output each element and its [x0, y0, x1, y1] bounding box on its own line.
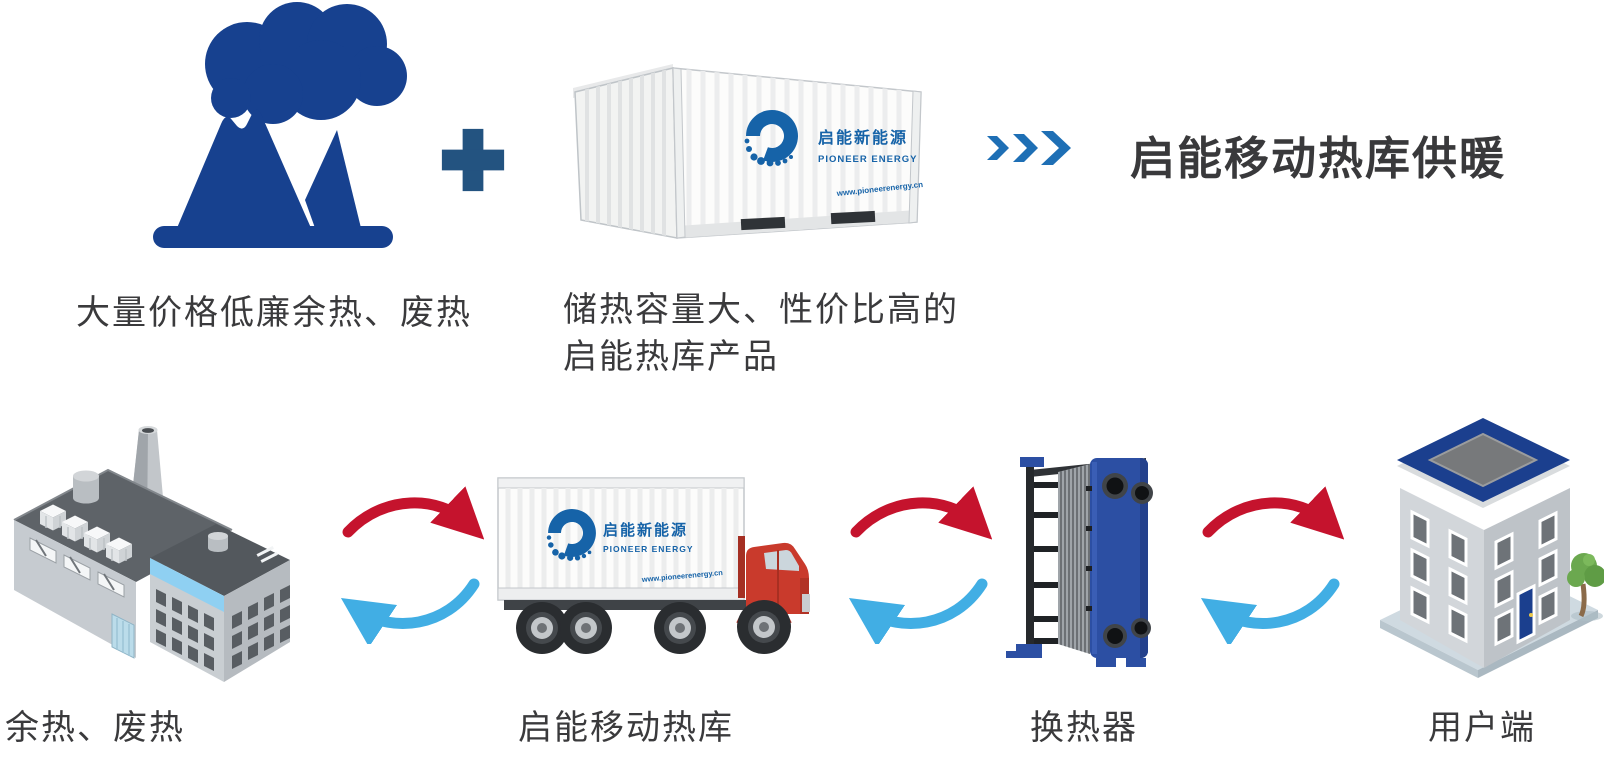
heat-exchanger-icon — [1006, 457, 1153, 667]
container-truck-icon: 启能新能源 PIONEER ENERGY www.pioneerenergy.c… — [497, 477, 810, 654]
building-door — [1516, 583, 1536, 645]
storage-container-icon: 启能新能源 PIONEER ENERGY www.pioneerenergy.c… — [573, 64, 924, 239]
volcano-smoke-icon — [153, 2, 407, 248]
diagram-title: 启能移动热库供暖 — [1130, 133, 1507, 184]
waste-heat-caption: 大量价格低廉余热、废热 — [76, 294, 472, 332]
triple-chevron-icon — [987, 131, 1071, 165]
factory-label: 余热、废热 — [5, 709, 185, 747]
cold-flow-arrow-icon — [340, 578, 480, 644]
flow-cycle-arrows — [1200, 486, 1344, 644]
tree-icon — [1567, 553, 1604, 621]
hot-flow-arrow-icon — [342, 486, 484, 540]
hot-flow-arrow-icon — [850, 486, 992, 540]
exchanger-label: 换热器 — [1030, 709, 1138, 747]
truck-label: 启能移动热库 — [518, 709, 734, 747]
truck-wheels — [516, 600, 791, 654]
user-label: 用户端 — [1428, 709, 1536, 747]
factory-icon — [13, 426, 290, 682]
cold-flow-arrow-icon — [1200, 578, 1340, 644]
truck-cab — [738, 536, 810, 614]
truck-logo-en: PIONEER ENERGY — [603, 544, 694, 554]
plus-icon — [441, 128, 505, 192]
flow-cycle-arrows — [340, 486, 484, 644]
exchanger-ports — [1102, 473, 1153, 648]
hot-flow-arrow-icon — [1202, 486, 1344, 540]
cold-flow-arrow-icon — [848, 578, 988, 644]
container-logo-en: PIONEER ENERGY — [818, 154, 918, 165]
user-building-icon — [1380, 418, 1604, 678]
product-caption-line2: 启能热库产品 — [563, 338, 779, 376]
product-caption: 储热容量大、性价比高的 启能热库产品 — [563, 287, 959, 381]
flow-cycle-arrows — [848, 486, 992, 644]
truck-logo-cn: 启能新能源 — [603, 521, 688, 539]
product-caption-line1: 储热容量大、性价比高的 — [563, 291, 959, 329]
container-logo-cn: 启能新能源 — [818, 128, 908, 147]
